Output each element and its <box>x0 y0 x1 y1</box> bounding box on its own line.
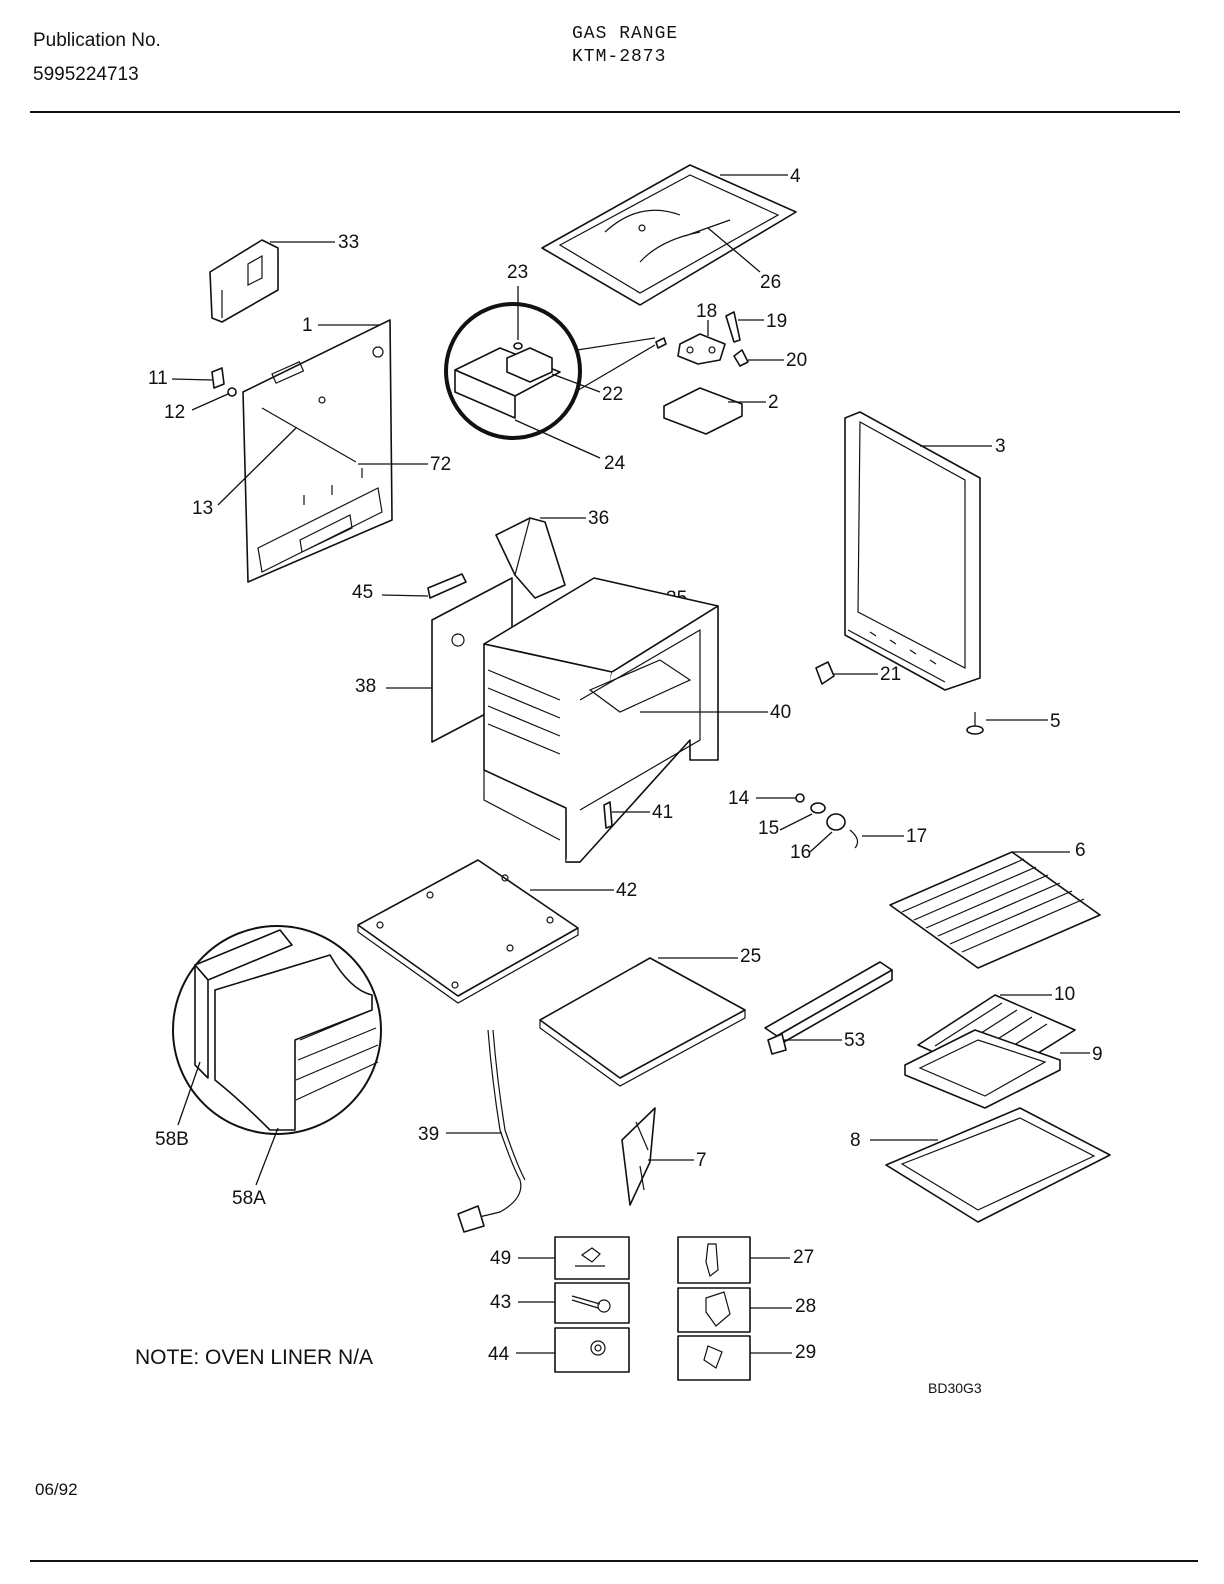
callout-42: 42 <box>616 880 637 901</box>
callout-40: 40 <box>770 702 791 723</box>
callout-16: 16 <box>790 842 811 863</box>
hardware-box-44 <box>554 1327 630 1373</box>
part-broiler-drawer-8 <box>885 1107 1111 1223</box>
part-bottom-panel-42 <box>357 859 579 1004</box>
callout-45: 45 <box>352 582 373 603</box>
callout-13: 13 <box>192 498 213 519</box>
part-fitting-20 <box>733 349 749 367</box>
part-bracket-45 <box>427 573 467 599</box>
callout-5: 5 <box>1050 711 1061 732</box>
part-valve-18 <box>655 333 726 365</box>
part-power-cord-39 <box>457 1029 526 1233</box>
callout-49: 49 <box>490 1248 511 1269</box>
callout-22: 22 <box>602 384 623 405</box>
callout-72: 72 <box>430 454 451 475</box>
callout-58a: 58A <box>232 1188 266 1209</box>
callout-23: 23 <box>507 262 528 283</box>
callout-21: 21 <box>880 664 901 685</box>
callout-18: 18 <box>696 301 717 322</box>
callout-11: 11 <box>148 368 168 389</box>
callout-9: 9 <box>1092 1044 1103 1065</box>
callout-4: 4 <box>790 166 801 187</box>
callout-15: 15 <box>758 818 779 839</box>
part-clip-7 <box>621 1107 656 1206</box>
part-bracket-2 <box>663 387 743 435</box>
part-valve-detail-circle <box>444 302 656 440</box>
callout-17: 17 <box>906 826 927 847</box>
hardware-box-43 <box>554 1282 630 1324</box>
callout-58b: 58B <box>155 1129 189 1150</box>
callout-8: 8 <box>850 1130 861 1151</box>
callout-14: 14 <box>728 788 750 809</box>
part-knob-assembly <box>795 793 859 849</box>
part-screw-12 <box>227 387 237 397</box>
hardware-box-49 <box>554 1236 630 1280</box>
header-rule <box>30 111 1180 113</box>
callout-26: 26 <box>760 272 781 293</box>
part-oven-door <box>844 411 981 691</box>
product-title: GAS RANGE <box>572 24 679 44</box>
callout-2: 2 <box>768 392 779 413</box>
hardware-box-29 <box>677 1335 751 1381</box>
callout-25: 25 <box>740 946 761 967</box>
hardware-box-28 <box>677 1287 751 1333</box>
part-bracket-33 <box>209 239 279 323</box>
callout-10: 10 <box>1054 984 1075 1005</box>
drawing-code: BD30G3 <box>928 1380 982 1396</box>
callout-3: 3 <box>995 436 1006 457</box>
callout-29: 29 <box>795 1342 816 1363</box>
publication-date: 06/92 <box>35 1480 78 1499</box>
callout-28: 28 <box>795 1296 816 1317</box>
part-broiler-pan-9 <box>904 1029 1061 1109</box>
part-leveling-leg-5 <box>966 712 984 735</box>
part-orifice-19 <box>725 311 741 343</box>
hardware-box-27 <box>677 1236 751 1284</box>
callout-38: 38 <box>355 676 376 697</box>
part-insulation-detail-circle <box>172 925 382 1135</box>
part-burner-53 <box>764 961 893 1055</box>
callout-7: 7 <box>696 1150 707 1171</box>
part-clip-41 <box>603 801 613 829</box>
callout-19: 19 <box>766 311 787 332</box>
callout-1: 1 <box>302 315 313 336</box>
part-body-frame <box>483 577 719 863</box>
publication-number: 5995224713 <box>33 64 139 85</box>
part-side-panel <box>242 319 393 583</box>
callout-36: 36 <box>588 508 609 529</box>
part-broiler-shield-25 <box>539 957 746 1087</box>
callout-43: 43 <box>490 1292 511 1313</box>
footer-rule <box>30 1560 1198 1562</box>
callout-33: 33 <box>338 232 359 253</box>
part-vent-duct-36 <box>495 517 566 599</box>
model-number: KTM-2873 <box>572 47 667 67</box>
oven-liner-note: NOTE: OVEN LINER N/A <box>135 1346 374 1369</box>
part-oven-rack <box>889 851 1101 969</box>
callout-44: 44 <box>488 1344 510 1365</box>
callout-12: 12 <box>164 402 185 423</box>
part-clip-11 <box>211 367 225 389</box>
callout-41: 41 <box>652 802 673 823</box>
part-rod-13 <box>261 407 357 463</box>
callout-24: 24 <box>604 453 626 474</box>
callout-53: 53 <box>844 1030 865 1051</box>
callout-27: 27 <box>793 1247 814 1268</box>
publication-label: Publication No. <box>33 30 161 51</box>
callout-20: 20 <box>786 350 807 371</box>
part-cooktop <box>541 164 797 306</box>
callout-6: 6 <box>1075 840 1086 861</box>
part-hinge-21 <box>815 661 835 685</box>
callout-39: 39 <box>418 1124 439 1145</box>
